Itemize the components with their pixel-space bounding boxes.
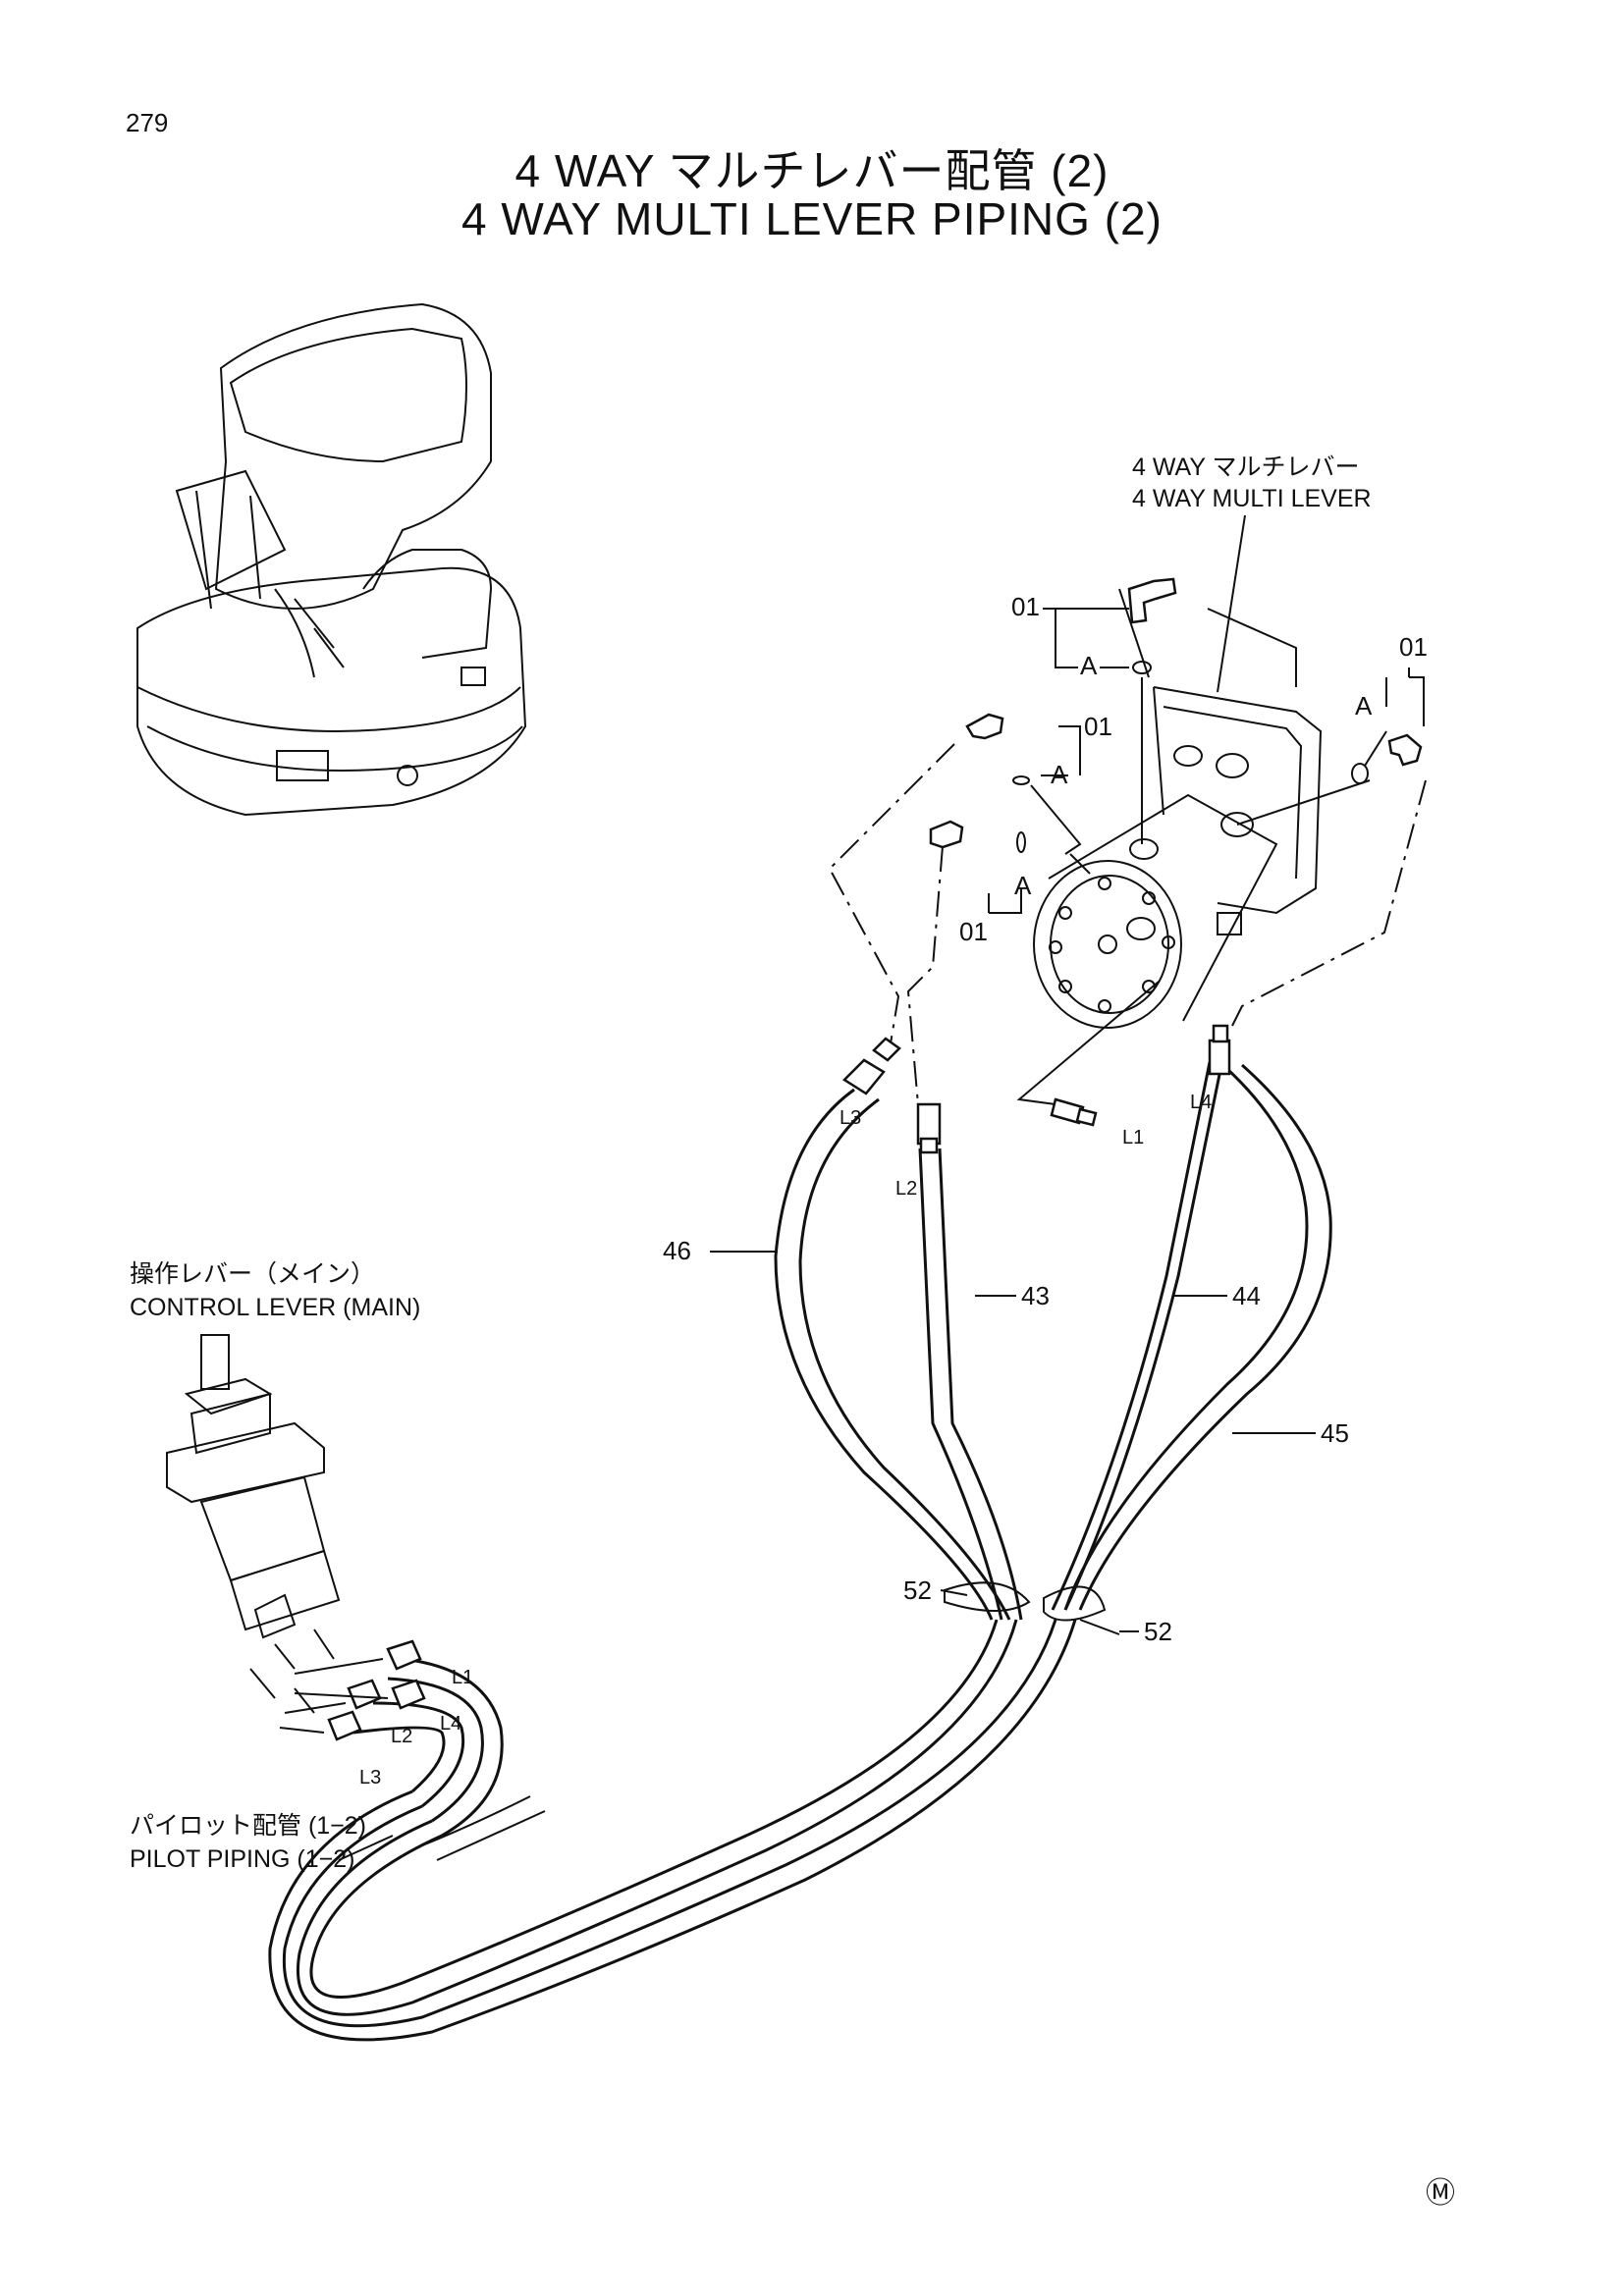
callout-01-right: 01 bbox=[1399, 632, 1428, 662]
line-l3-upper: L3 bbox=[839, 1107, 862, 1129]
control-lever-label-jp: 操作レバー（メイン） bbox=[130, 1260, 376, 1288]
line-l2-upper: L2 bbox=[895, 1178, 918, 1200]
callout-01-top: 01 bbox=[1011, 592, 1040, 621]
multi-lever-valve-illustration bbox=[1033, 686, 1323, 1029]
routing-dash-lines bbox=[828, 743, 1427, 1105]
callout-44: 44 bbox=[1232, 1281, 1261, 1310]
title-english: 4 WAY MULTI LEVER PIPING (2) bbox=[461, 193, 1163, 244]
line-l1-lower: L1 bbox=[452, 1667, 474, 1688]
page-number: 279 bbox=[126, 108, 169, 137]
callout-a-top: A bbox=[1080, 651, 1098, 680]
callout-52-right: 52 bbox=[1144, 1617, 1172, 1646]
pilot-piping-label-en: PILOT PIPING (1−2) bbox=[130, 1845, 355, 1873]
line-l3-lower: L3 bbox=[359, 1767, 382, 1789]
callout-a-lower: A bbox=[1014, 871, 1032, 900]
callout-45: 45 bbox=[1321, 1418, 1349, 1448]
multi-lever-label-jp: 4 WAY マルチレバー bbox=[1132, 454, 1360, 481]
pilot-piping-label-jp: パイロット配管 (1−2) bbox=[130, 1812, 367, 1840]
leader-lines bbox=[988, 514, 1425, 914]
label-leaders bbox=[338, 1251, 1316, 1861]
line-l1-upper: L1 bbox=[1122, 1127, 1145, 1148]
control-lever-illustration bbox=[166, 1334, 426, 1741]
multi-lever-label-en: 4 WAY MULTI LEVER bbox=[1132, 485, 1372, 512]
hoses bbox=[268, 1058, 1332, 2042]
line-l4-lower: L4 bbox=[440, 1713, 462, 1735]
maker-mark: Ⓜ bbox=[1426, 2177, 1455, 2210]
excavator-overview-illustration bbox=[136, 302, 527, 817]
callout-a-mid: A bbox=[1051, 760, 1068, 789]
callout-a-right: A bbox=[1355, 691, 1373, 721]
title-japanese: 4 WAY マルチレバー配管 (2) bbox=[514, 145, 1110, 196]
callout-43: 43 bbox=[1021, 1281, 1050, 1310]
callout-52-left: 52 bbox=[903, 1575, 932, 1605]
line-l2-lower: L2 bbox=[391, 1726, 413, 1747]
callout-01-mid: 01 bbox=[1084, 712, 1112, 741]
hose-end-fittings bbox=[842, 1024, 1231, 1154]
control-lever-label-en: CONTROL LEVER (MAIN) bbox=[130, 1294, 421, 1321]
callout-01-lower: 01 bbox=[959, 917, 988, 946]
hose-clamps bbox=[944, 1581, 1120, 1635]
elbow-fittings bbox=[929, 577, 1423, 853]
line-l4-upper: L4 bbox=[1190, 1092, 1213, 1113]
callout-46: 46 bbox=[663, 1236, 691, 1265]
